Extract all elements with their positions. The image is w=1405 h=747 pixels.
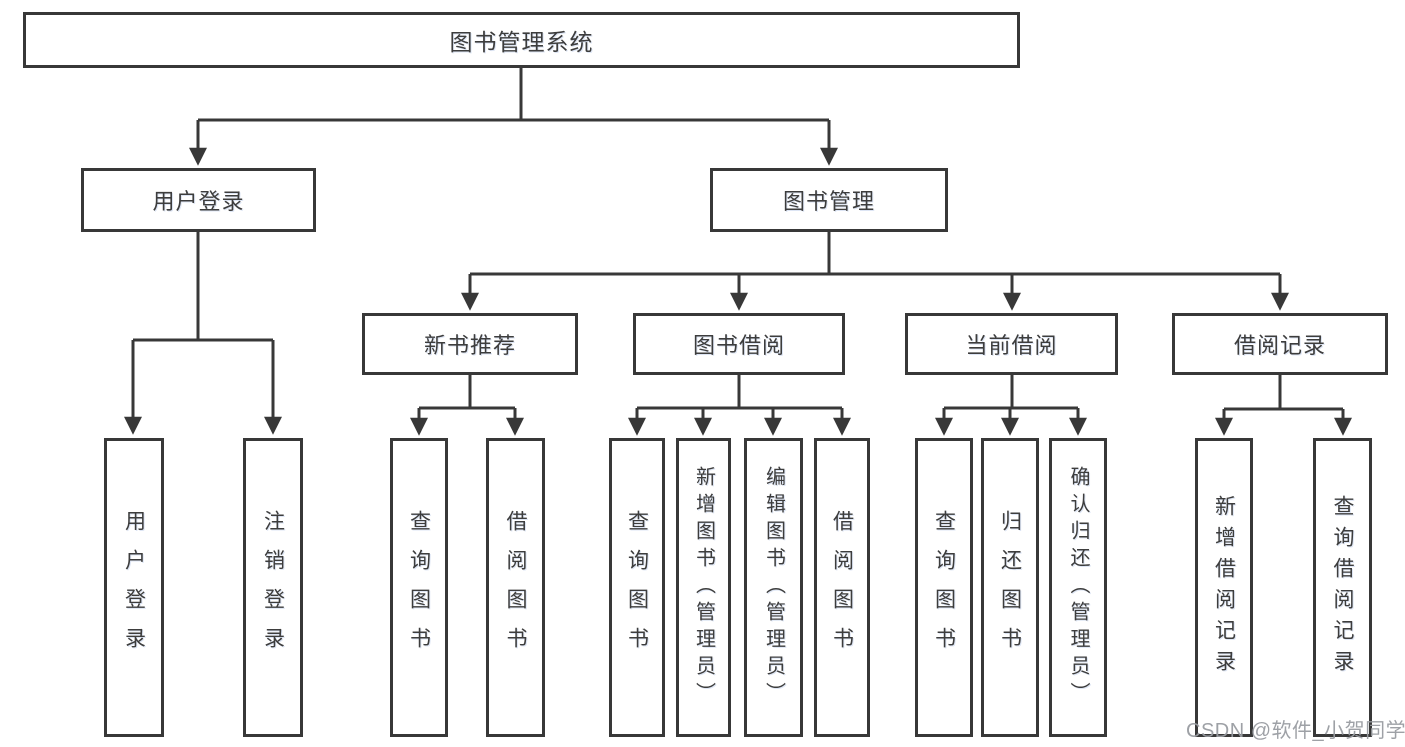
node-book-borrow: 图书借阅: [633, 313, 845, 375]
node-borrow-records: 借阅记录: [1172, 313, 1388, 375]
leaf-logout: 注销登录: [243, 438, 303, 737]
leaf-add-borrow-record: 新增借阅记录: [1195, 438, 1253, 737]
node-current-borrow: 当前借阅: [905, 313, 1118, 375]
leaf-add-book-admin: 新增图书（管理员）: [676, 438, 731, 737]
leaf-query-books-recommend: 查询图书: [390, 438, 448, 737]
node-library-system: 图书管理系统: [23, 12, 1020, 68]
leaf-borrow-books: 借阅图书: [814, 438, 870, 737]
leaf-query-books-current: 查询图书: [915, 438, 973, 737]
watermark: CSDN @软件_小贺同学: [1186, 720, 1405, 742]
node-new-book-recommend: 新书推荐: [362, 313, 578, 375]
leaf-return-book: 归还图书: [981, 438, 1039, 737]
leaf-query-books-borrow: 查询图书: [609, 438, 665, 737]
leaf-confirm-return-admin: 确认归还（管理员）: [1049, 438, 1107, 737]
leaf-query-borrow-record: 查询借阅记录: [1313, 438, 1372, 737]
leaf-borrow-books-recommend: 借阅图书: [486, 438, 545, 737]
node-user-login: 用户登录: [81, 168, 316, 232]
node-book-management: 图书管理: [710, 168, 948, 232]
leaf-edit-book-admin: 编辑图书（管理员）: [744, 438, 803, 737]
leaf-user-login: 用户登录: [104, 438, 164, 737]
